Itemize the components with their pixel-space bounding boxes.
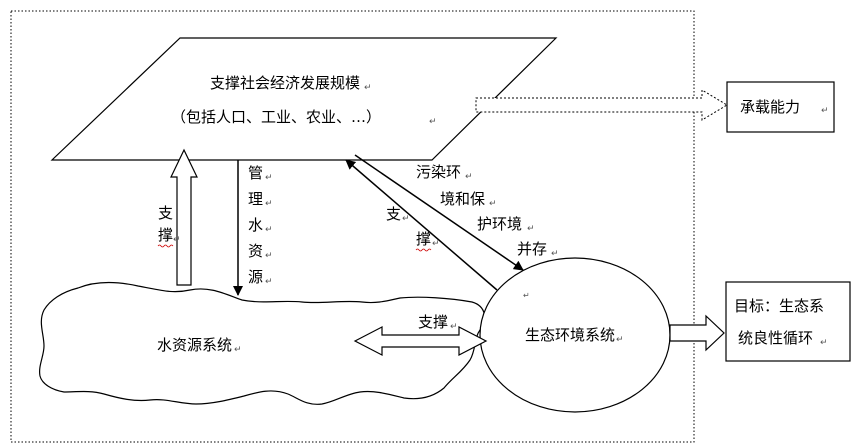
support-eco-char-1: 支 <box>386 205 401 223</box>
goal-line-1: 目标：生态系 <box>734 297 824 315</box>
manage-char-2: 理 <box>248 190 263 208</box>
coexist-line-4: 并存 <box>517 240 547 258</box>
system-boundary <box>10 10 695 443</box>
coexist-line-3: 护环境 <box>477 215 522 233</box>
paragraph-mark: ↵ <box>489 199 497 209</box>
development-scale-subtitle: （包括人口、工业、农业、…） <box>171 108 381 126</box>
water-resource-cloud <box>38 281 486 405</box>
water-resource-label: 水资源系统 <box>157 336 232 354</box>
paragraph-mark: ↵ <box>465 172 473 182</box>
paragraph-mark: ↵ <box>265 225 273 235</box>
manage-char-4: 资 <box>248 242 263 260</box>
capacity-label: 承载能力 <box>740 98 800 116</box>
paragraph-mark: ↵ <box>234 345 242 355</box>
paragraph-mark: ↵ <box>364 83 372 93</box>
paragraph-mark: ↵ <box>265 251 273 261</box>
spelling-squiggle <box>157 244 174 248</box>
support-left-char-2: 撑 <box>158 226 173 244</box>
manage-char-3: 水 <box>248 216 263 234</box>
capacity-arrow <box>475 89 728 121</box>
coexist-line-1: 污染环 <box>416 163 461 181</box>
support-up-arrow <box>170 148 198 286</box>
paragraph-mark: ↵ <box>821 106 829 116</box>
paragraph-mark: ↵ <box>551 249 559 259</box>
coexist-line-2: 境和保 <box>440 190 485 208</box>
paragraph-mark: ↵ <box>527 224 535 234</box>
development-scale-title: 支撑社会经济发展规模 <box>210 74 360 92</box>
paragraph-mark: ↵ <box>616 335 624 345</box>
support-left-char-1: 支 <box>158 204 173 222</box>
paragraph-mark: ↵ <box>820 338 828 348</box>
paragraph-mark: ↵ <box>265 199 273 209</box>
paragraph-mark: ↵ <box>265 173 273 183</box>
paragraph-mark: ↵ <box>450 322 458 332</box>
spelling-squiggle <box>415 248 432 252</box>
paragraph-mark: ↵ <box>402 214 410 224</box>
horizontal-support-arrow <box>353 326 488 356</box>
goal-line-2: 统良性循环 <box>738 329 813 347</box>
eco-support-arrow <box>345 159 498 291</box>
eco-system-label: 生态环境系统 <box>525 326 615 344</box>
goal-box <box>725 281 851 362</box>
support-eco-char-2: 撑 <box>416 230 431 248</box>
paragraph-mark: ↵ <box>265 277 273 287</box>
coexist-arrow <box>354 154 524 271</box>
development-scale-parallelogram <box>50 37 558 161</box>
paragraph-mark: ↵ <box>429 117 437 127</box>
manage-char-5: 源 <box>248 268 263 286</box>
manage-char-1: 管 <box>248 164 263 182</box>
goal-arrow <box>669 314 725 352</box>
support-horizontal-label: 支撑 <box>418 313 448 331</box>
paragraph-mark: ↵ <box>523 291 530 300</box>
paragraph-mark: ↵ <box>432 239 440 249</box>
paragraph-mark: ↵ <box>173 235 181 245</box>
capacity-box <box>726 81 835 133</box>
